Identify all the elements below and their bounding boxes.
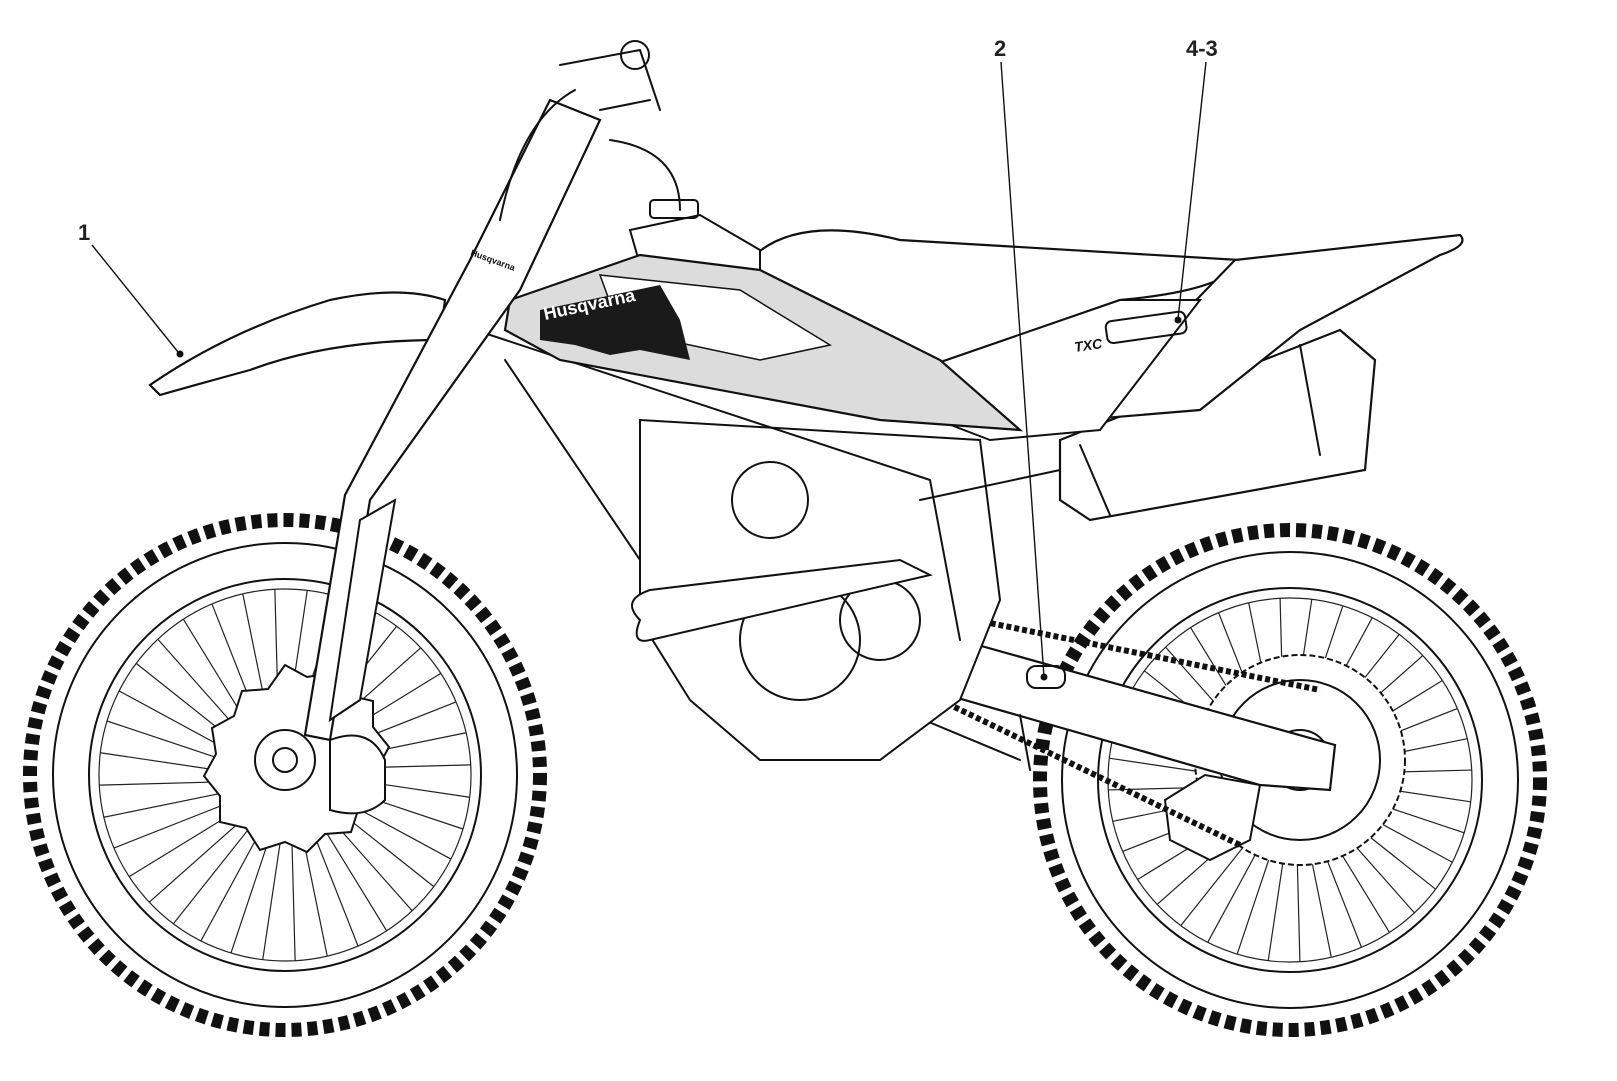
muffler	[1058, 328, 1377, 522]
front-brake-caliper	[329, 734, 386, 815]
handlebar-grip-end	[620, 40, 650, 70]
handlebar	[559, 49, 661, 111]
muffler-band	[1079, 444, 1111, 516]
rear-tire-inner	[1061, 551, 1519, 1009]
callout-1-marker	[176, 350, 184, 358]
front-forks	[303, 98, 602, 742]
front-wheel	[23, 513, 547, 1037]
callout-2-marker	[1040, 673, 1048, 681]
callout-2: 2	[994, 36, 1066, 689]
frame-main	[474, 329, 1061, 641]
rear-brake-caliper	[1163, 773, 1262, 862]
rear-tire-outer	[1033, 523, 1547, 1037]
callout-1-label: 1	[78, 220, 90, 245]
fork-guard	[328, 498, 397, 723]
fuel-cap	[649, 199, 699, 219]
side-model-text: TXC	[1073, 335, 1104, 355]
callout-2-label: 2	[994, 36, 1006, 61]
callout-1: 1	[78, 220, 184, 358]
callout-4-3-label: 4-3	[1186, 36, 1218, 61]
side-model-decal: TXC	[1073, 310, 1188, 355]
front-rim-outer	[88, 578, 482, 972]
front-rim-inner	[98, 588, 472, 962]
callout-2-leader	[1000, 61, 1045, 678]
callout-2-decal-outline	[1026, 665, 1066, 689]
drive-chain	[938, 617, 1321, 848]
front-tire-inner	[52, 542, 518, 1008]
rear-fender	[1077, 233, 1464, 422]
tank-graphic-dark	[540, 285, 690, 360]
front-axle	[272, 747, 298, 773]
rear-rim-outer	[1097, 587, 1483, 973]
front-tire-outer	[23, 513, 547, 1037]
side-model-number-box	[1104, 310, 1188, 345]
callout-4-3: 4-3	[1174, 36, 1218, 324]
front-fender	[148, 291, 447, 397]
callout-1-leader	[91, 244, 179, 353]
front-hub	[254, 729, 316, 791]
muffler-cap-line	[1299, 344, 1321, 456]
cylinder-head	[731, 461, 809, 539]
control-cables	[499, 89, 681, 221]
callout-4-3-marker	[1174, 316, 1182, 324]
exhaust-header	[631, 558, 933, 642]
callout-4-3-leader	[1177, 61, 1207, 320]
